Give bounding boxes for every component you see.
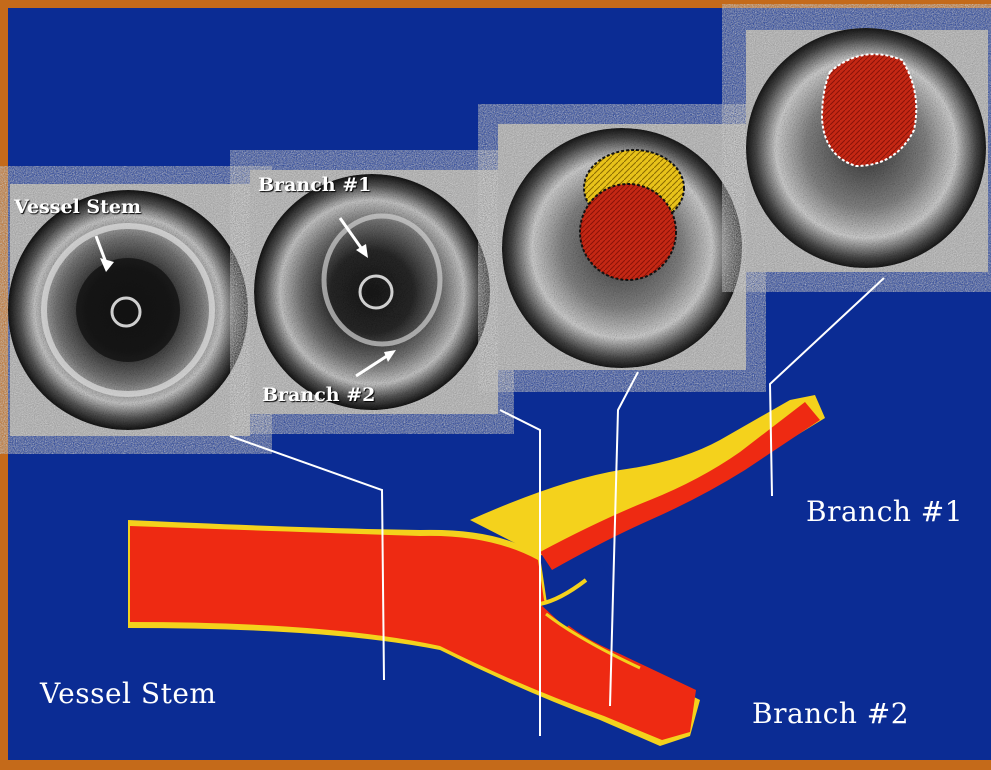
lumen-region [580, 184, 676, 280]
label-branch-1: Branch #1 [806, 498, 963, 526]
label-branch-2: Branch #2 [752, 700, 909, 728]
ivus-panel-branch-plaque [498, 124, 746, 370]
ivus-panel-distal-branch [746, 28, 988, 272]
panel-label-branch-1: Branch #1 [258, 176, 371, 195]
ivus-panel-branch-point [250, 170, 498, 414]
label-vessel-stem: Vessel Stem [40, 680, 216, 708]
panel-label-vessel-stem: Vessel Stem [14, 198, 141, 217]
ivus-panel-vessel-stem [8, 184, 250, 436]
panel-label-branch-2: Branch #2 [262, 386, 375, 405]
